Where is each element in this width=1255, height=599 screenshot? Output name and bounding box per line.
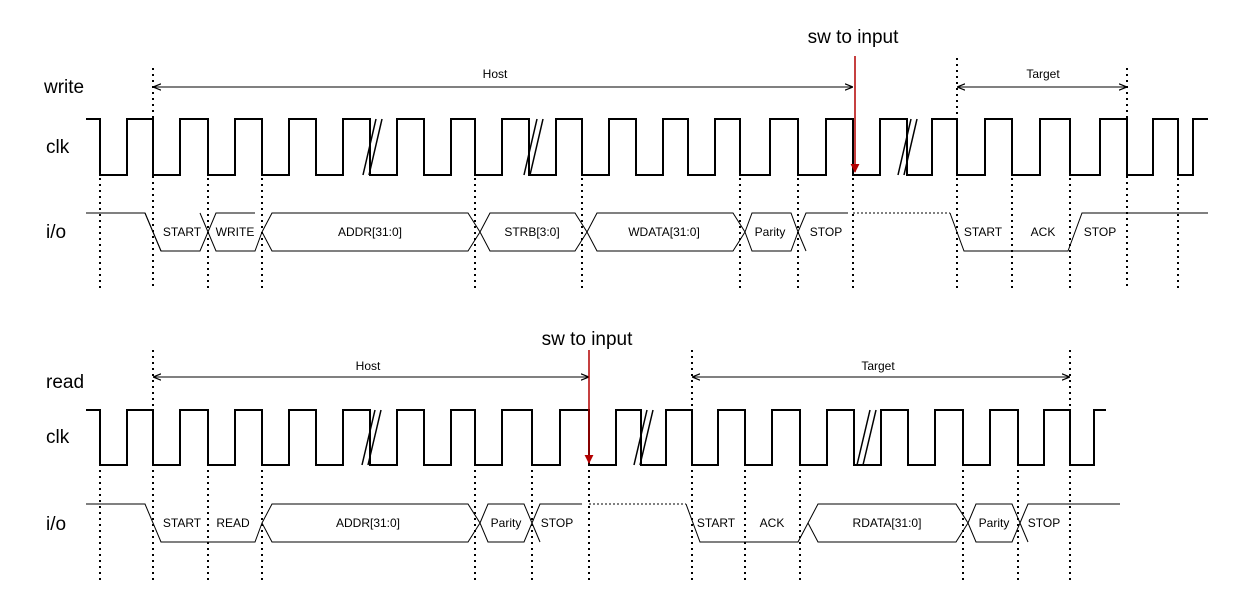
- write-clk-waveform: [86, 118, 1208, 176]
- read-segment-addr: ADDR[31:0]: [336, 516, 400, 530]
- read-host-label: Host: [356, 359, 381, 373]
- read-segment-rdata: RDATA[31:0]: [853, 516, 922, 530]
- write-segment-strb: STRB[3:0]: [504, 225, 559, 239]
- write-segment-write: WRITE: [216, 225, 255, 239]
- read-segment-start: START: [163, 516, 202, 530]
- write-segment-start: START: [163, 225, 202, 239]
- read-switch-label: sw to input: [542, 329, 634, 350]
- read-switch-marker: sw to input: [542, 329, 634, 464]
- read-target-span: Target: [692, 359, 1070, 377]
- read-segment-stop: STOP: [541, 516, 573, 530]
- write-switch-label: sw to input: [808, 27, 900, 48]
- write-switch-marker: sw to input: [808, 27, 900, 173]
- write-segment-target-stop: STOP: [1084, 225, 1116, 239]
- read-clk-label: clk: [46, 427, 70, 448]
- read-io-label: i/o: [46, 514, 66, 535]
- read-host-span: Host: [153, 359, 589, 377]
- write-io-bus: [86, 212, 1208, 252]
- write-clk-breaks: [362, 118, 918, 176]
- read-segment-target-start: START: [697, 516, 736, 530]
- read-segment-labels: START READ ADDR[31:0] Parity STOP START …: [163, 516, 1060, 530]
- write-row-label: write: [43, 77, 84, 98]
- read-timing-diagram: read clk i/o Host Target: [46, 329, 1120, 582]
- write-segment-addr: ADDR[31:0]: [338, 225, 402, 239]
- read-io-bus: [86, 503, 1120, 543]
- write-target-span: Target: [957, 67, 1127, 87]
- write-segment-labels: START WRITE ADDR[31:0] STRB[3:0] WDATA[3…: [163, 225, 1116, 239]
- write-timing-diagram: write clk i/o Host Target: [43, 27, 1208, 290]
- read-clk-breaks: [361, 409, 877, 466]
- write-target-label: Target: [1026, 67, 1060, 81]
- read-segment-target-parity: Parity: [979, 516, 1010, 530]
- write-segment-parity: Parity: [755, 225, 786, 239]
- read-segment-target-stop: STOP: [1028, 516, 1060, 530]
- read-segment-parity: Parity: [491, 516, 522, 530]
- read-segment-read: READ: [216, 516, 250, 530]
- write-segment-stop: STOP: [810, 225, 842, 239]
- write-guides: [99, 58, 1179, 290]
- write-segment-wdata: WDATA[31:0]: [628, 225, 700, 239]
- read-row-label: read: [46, 372, 84, 393]
- read-segment-ack: ACK: [760, 516, 785, 530]
- write-segment-ack: ACK: [1031, 225, 1056, 239]
- write-clk-label: clk: [46, 137, 70, 158]
- write-host-label: Host: [483, 67, 508, 81]
- read-target-label: Target: [861, 359, 895, 373]
- write-host-span: Host: [153, 67, 853, 87]
- write-io-label: i/o: [46, 222, 66, 243]
- read-clk-waveform: [86, 409, 1106, 466]
- write-segment-target-start: START: [964, 225, 1003, 239]
